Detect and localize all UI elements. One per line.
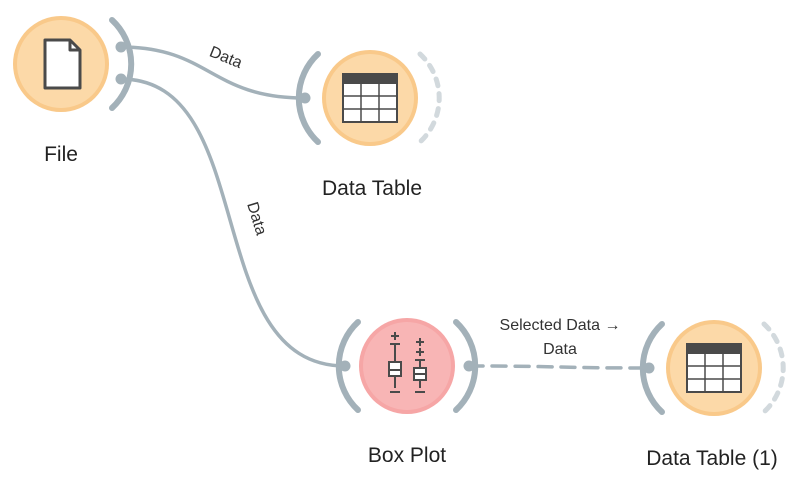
widget-box-plot-body [363, 322, 451, 410]
link-file-to-box-plot[interactable] [119, 77, 347, 368]
box-plot-icon [388, 332, 427, 393]
widget-data-table-1-input-anchor[interactable] [643, 362, 655, 374]
link-box-plot-to-data-table-1[interactable] [467, 364, 651, 370]
widget-data-table-1-label: Data Table (1) [646, 447, 778, 470]
widget-box-plot-label: Box Plot [368, 444, 446, 467]
widget-file-label: File [44, 143, 78, 166]
widget-file-output-anchor-2[interactable] [115, 73, 127, 85]
widget-data-table-output-channel[interactable] [417, 51, 442, 145]
link-label-file-to-data-table: Data [207, 44, 245, 72]
table-icon [686, 343, 742, 393]
widget-data-table-1-input-channel[interactable] [639, 321, 665, 415]
widget-data-table-1-output-channel[interactable] [761, 321, 786, 415]
widget-data-table-input-anchor[interactable] [299, 92, 311, 104]
widget-file-output-channel[interactable] [109, 17, 135, 111]
widget-box-plot-output-channel[interactable] [453, 319, 479, 413]
document-icon [43, 38, 82, 90]
widget-box-plot-input-channel[interactable] [335, 319, 361, 413]
links-layer [119, 45, 651, 370]
widget-file-output-anchor-1[interactable] [115, 41, 127, 53]
link-label-file-to-box-plot: Data [243, 200, 269, 237]
link-file-to-data-table[interactable] [119, 45, 307, 100]
widget-data-table-input-channel[interactable] [295, 51, 321, 145]
table-icon [342, 73, 398, 123]
widget-data-table-label: Data Table [322, 177, 422, 200]
widget-data-table[interactable] [295, 50, 442, 146]
widget-box-plot[interactable] [335, 318, 479, 414]
widget-data-table-1[interactable] [639, 320, 786, 416]
link-label-box-plot-to-data-table-1-line1: Selected Data → [500, 317, 621, 334]
widget-file[interactable] [13, 16, 135, 112]
widget-box-plot-output-anchor[interactable] [463, 360, 475, 372]
link-label-box-plot-to-data-table-1-line2: Data [543, 341, 577, 358]
widget-box-plot-input-anchor[interactable] [339, 360, 351, 372]
